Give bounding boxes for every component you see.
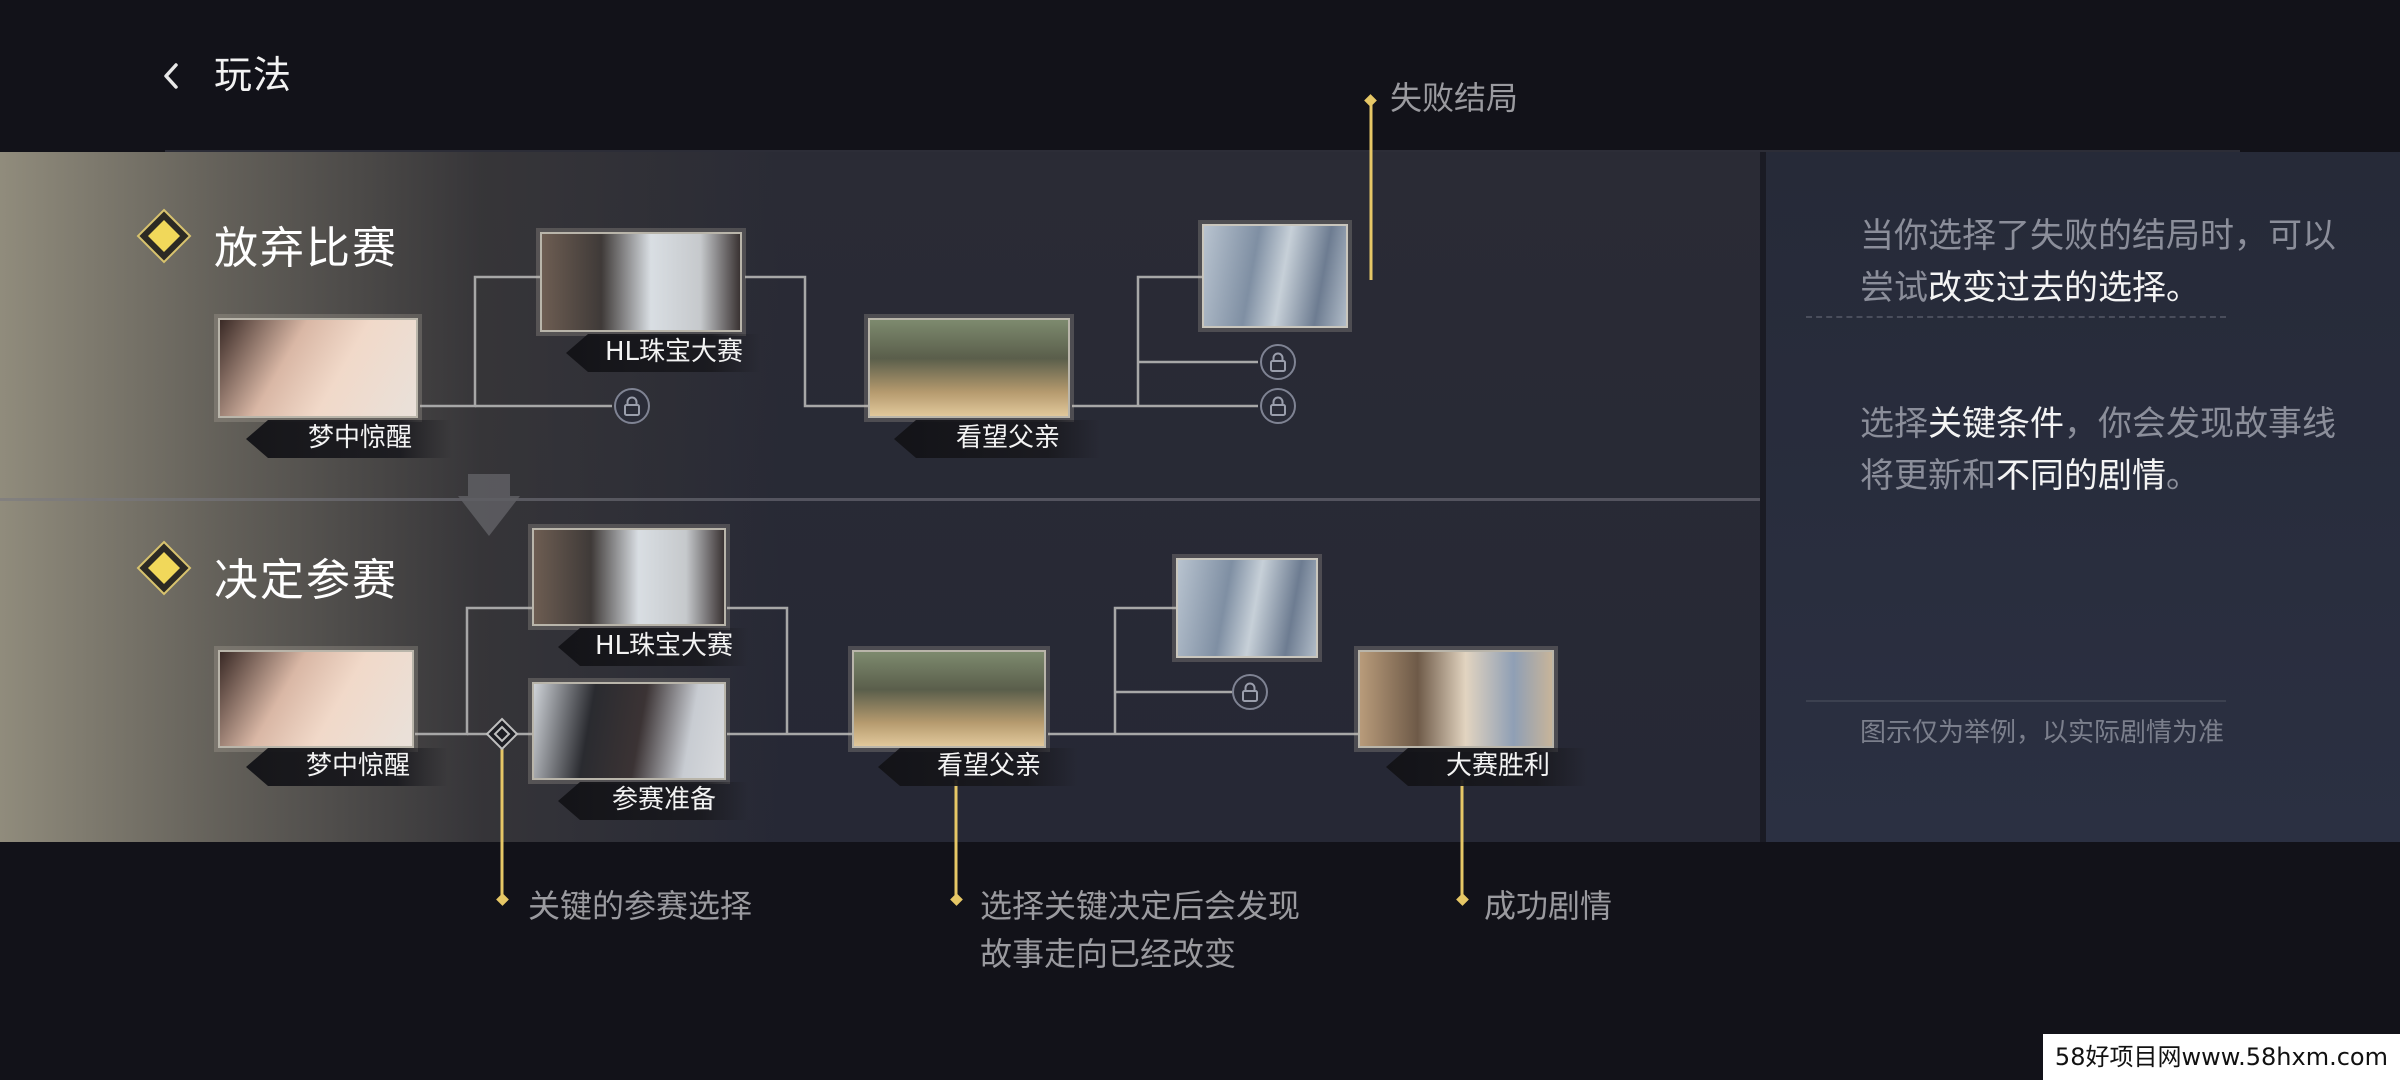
tip-highlight: 不同的剧情 bbox=[1996, 456, 2166, 496]
tip-text: ，你会发现故事线 bbox=[2064, 404, 2336, 444]
header: 玩法 bbox=[0, 0, 2400, 150]
story-node-locked-ending[interactable] bbox=[1176, 558, 1318, 658]
tip-text: 将更新和 bbox=[1860, 456, 1996, 496]
callout-story-changed-line1: 选择关键决定后会发现 bbox=[980, 882, 1300, 930]
story-node-prep[interactable] bbox=[532, 682, 726, 780]
note-divider bbox=[1806, 700, 2226, 702]
tip-text: 尝试 bbox=[1860, 268, 1928, 308]
lock-icon[interactable] bbox=[612, 386, 652, 426]
callout-success: 成功剧情 bbox=[1484, 882, 1612, 930]
node-label: 看望父亲 bbox=[878, 748, 1078, 786]
node-label: HL珠宝大赛 bbox=[558, 628, 748, 666]
scene-thumbnail bbox=[218, 650, 414, 748]
blurred-scene-thumbnail bbox=[1202, 224, 1348, 328]
scene-thumbnail bbox=[532, 682, 726, 780]
story-node-father-1[interactable] bbox=[868, 318, 1070, 418]
node-label: 梦中惊醒 bbox=[246, 748, 448, 786]
row-divider bbox=[0, 498, 1760, 501]
scene-thumbnail bbox=[1358, 650, 1554, 748]
back-arrow-icon[interactable] bbox=[156, 56, 186, 96]
section-title-abandon: 放弃比赛 bbox=[214, 212, 398, 276]
scene-thumbnail bbox=[852, 650, 1046, 748]
callout-key-choice: 关键的参赛选择 bbox=[528, 882, 752, 930]
node-label: HL珠宝大赛 bbox=[566, 334, 760, 372]
watermark: 58好项目网www.58hxm.com bbox=[2043, 1034, 2400, 1080]
scene-thumbnail bbox=[868, 318, 1070, 418]
down-arrow-icon bbox=[454, 470, 524, 540]
tip-highlight: 改变过去的选择。 bbox=[1928, 268, 2200, 308]
tip-text: 当你选择了失败的结局时，可以 bbox=[1860, 216, 2336, 256]
disclaimer-note: 图示仅为举例，以实际剧情为准 bbox=[1860, 712, 2224, 749]
scene-thumbnail bbox=[532, 528, 726, 626]
story-node-father-2[interactable] bbox=[852, 650, 1046, 748]
callout-story-changed-line2: 故事走向已经改变 bbox=[980, 930, 1236, 978]
scene-thumbnail bbox=[540, 232, 742, 332]
tip-key-condition: 选择关键条件，你会发现故事线 将更新和不同的剧情。 bbox=[1860, 398, 2380, 502]
blurred-scene-thumbnail bbox=[1176, 558, 1318, 658]
story-node-fail-ending[interactable] bbox=[1202, 224, 1348, 328]
tip-divider bbox=[1806, 316, 2226, 318]
tip-highlight: 关键条件 bbox=[1928, 404, 2064, 444]
diamond-marker-icon bbox=[136, 540, 192, 596]
page-title: 玩法 bbox=[214, 44, 292, 99]
scene-thumbnail bbox=[218, 318, 418, 418]
tip-text: 。 bbox=[2166, 456, 2200, 496]
lock-icon[interactable] bbox=[1258, 386, 1298, 426]
diamond-marker-icon bbox=[136, 208, 192, 264]
story-node-hl-contest-2[interactable] bbox=[532, 528, 726, 626]
node-label: 参赛准备 bbox=[558, 782, 748, 820]
story-node-dream-2[interactable] bbox=[218, 650, 414, 748]
section-title-participate: 决定参赛 bbox=[214, 544, 398, 608]
tip-text: 选择 bbox=[1860, 404, 1928, 444]
tip-fail-ending: 当你选择了失败的结局时，可以 尝试改变过去的选择。 bbox=[1860, 210, 2380, 314]
callout-fail-ending: 失败结局 bbox=[1390, 74, 1518, 122]
story-node-contest-win[interactable] bbox=[1358, 650, 1554, 748]
lock-icon[interactable] bbox=[1258, 342, 1298, 382]
story-node-dream-1[interactable] bbox=[218, 318, 418, 418]
node-label: 看望父亲 bbox=[894, 420, 1100, 458]
story-node-hl-contest-1[interactable] bbox=[540, 232, 742, 332]
key-choice-diamond-icon bbox=[485, 717, 519, 751]
node-label: 大赛胜利 bbox=[1386, 748, 1588, 786]
lock-icon[interactable] bbox=[1230, 672, 1270, 712]
node-label: 梦中惊醒 bbox=[246, 420, 452, 458]
